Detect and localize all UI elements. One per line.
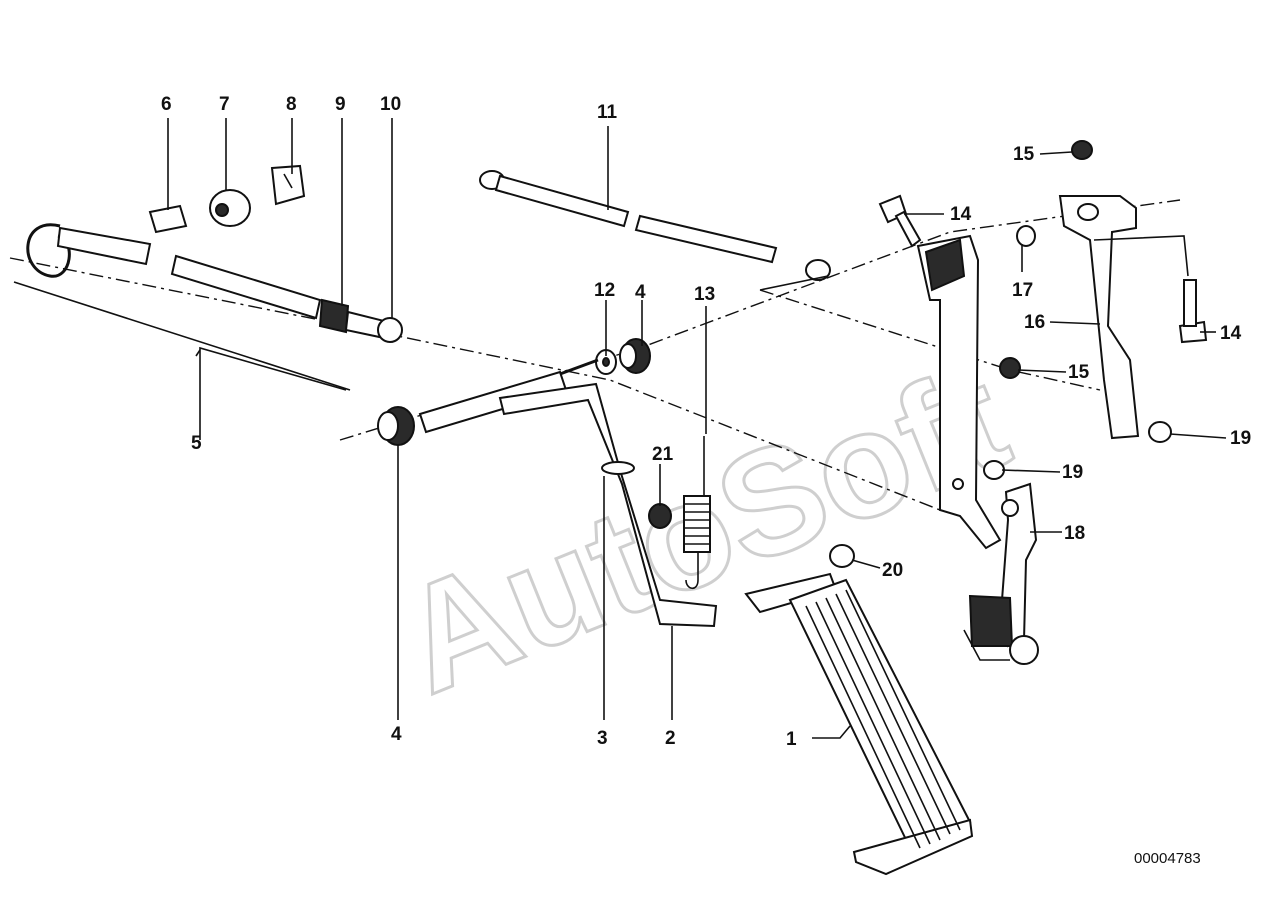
callout-19-lower: 19 (1062, 462, 1083, 483)
callout-4-lower: 4 (391, 724, 402, 745)
callout-19-right: 19 (1230, 428, 1251, 449)
callout-5: 5 (191, 433, 202, 454)
callout-7: 7 (219, 94, 230, 115)
callout-11: 11 (597, 102, 618, 123)
callout-16: 16 (1024, 312, 1045, 333)
callout-1: 1 (786, 729, 797, 750)
nut-part (648, 503, 672, 529)
clip-part (270, 164, 306, 206)
rod-part (479, 170, 831, 291)
washer-small-part (829, 544, 855, 568)
callout-21: 21 (652, 444, 674, 465)
return-spring-part (683, 436, 711, 590)
callout-18: 18 (1064, 523, 1085, 544)
cable-assembly-part (26, 223, 403, 343)
callout-10: 10 (380, 94, 401, 115)
callout-3: 3 (597, 728, 608, 749)
bushing-small-part (983, 421, 1172, 480)
callout-8: 8 (286, 94, 297, 115)
nut-lock-part (999, 140, 1093, 379)
callout-20: 20 (882, 560, 903, 581)
callout-15-lower: 15 (1068, 362, 1090, 383)
callout-15-upper: 15 (1013, 144, 1035, 165)
callout-2: 2 (665, 728, 676, 749)
washer-lever-part (1016, 225, 1036, 247)
accelerator-pedal-part (744, 572, 974, 876)
spring-clip-part (601, 461, 635, 475)
leader-lines (167, 118, 1227, 739)
bolt-part (878, 194, 1208, 344)
callout-13: 13 (694, 284, 715, 305)
document-number: 00004783 (1134, 850, 1201, 867)
callout-14-right: 14 (1220, 323, 1242, 344)
grommet-part (209, 189, 251, 227)
pedal-lever-part (916, 234, 1002, 550)
callout-6: 6 (161, 94, 172, 115)
kickdown-lever-part (963, 482, 1039, 665)
callout-17: 17 (1012, 280, 1033, 301)
bracket-part (1058, 195, 1189, 440)
callout-labels: 1 2 3 4 4 5 6 7 8 9 10 11 12 13 14 14 15… (161, 94, 1251, 750)
callout-9: 9 (335, 94, 346, 115)
bushing-part (148, 204, 188, 234)
callout-14-upper: 14 (950, 204, 972, 225)
callout-4-upper: 4 (635, 282, 646, 303)
pedal-shaft-part (418, 358, 718, 628)
callout-12: 12 (594, 280, 615, 301)
bearing-part (377, 338, 651, 446)
